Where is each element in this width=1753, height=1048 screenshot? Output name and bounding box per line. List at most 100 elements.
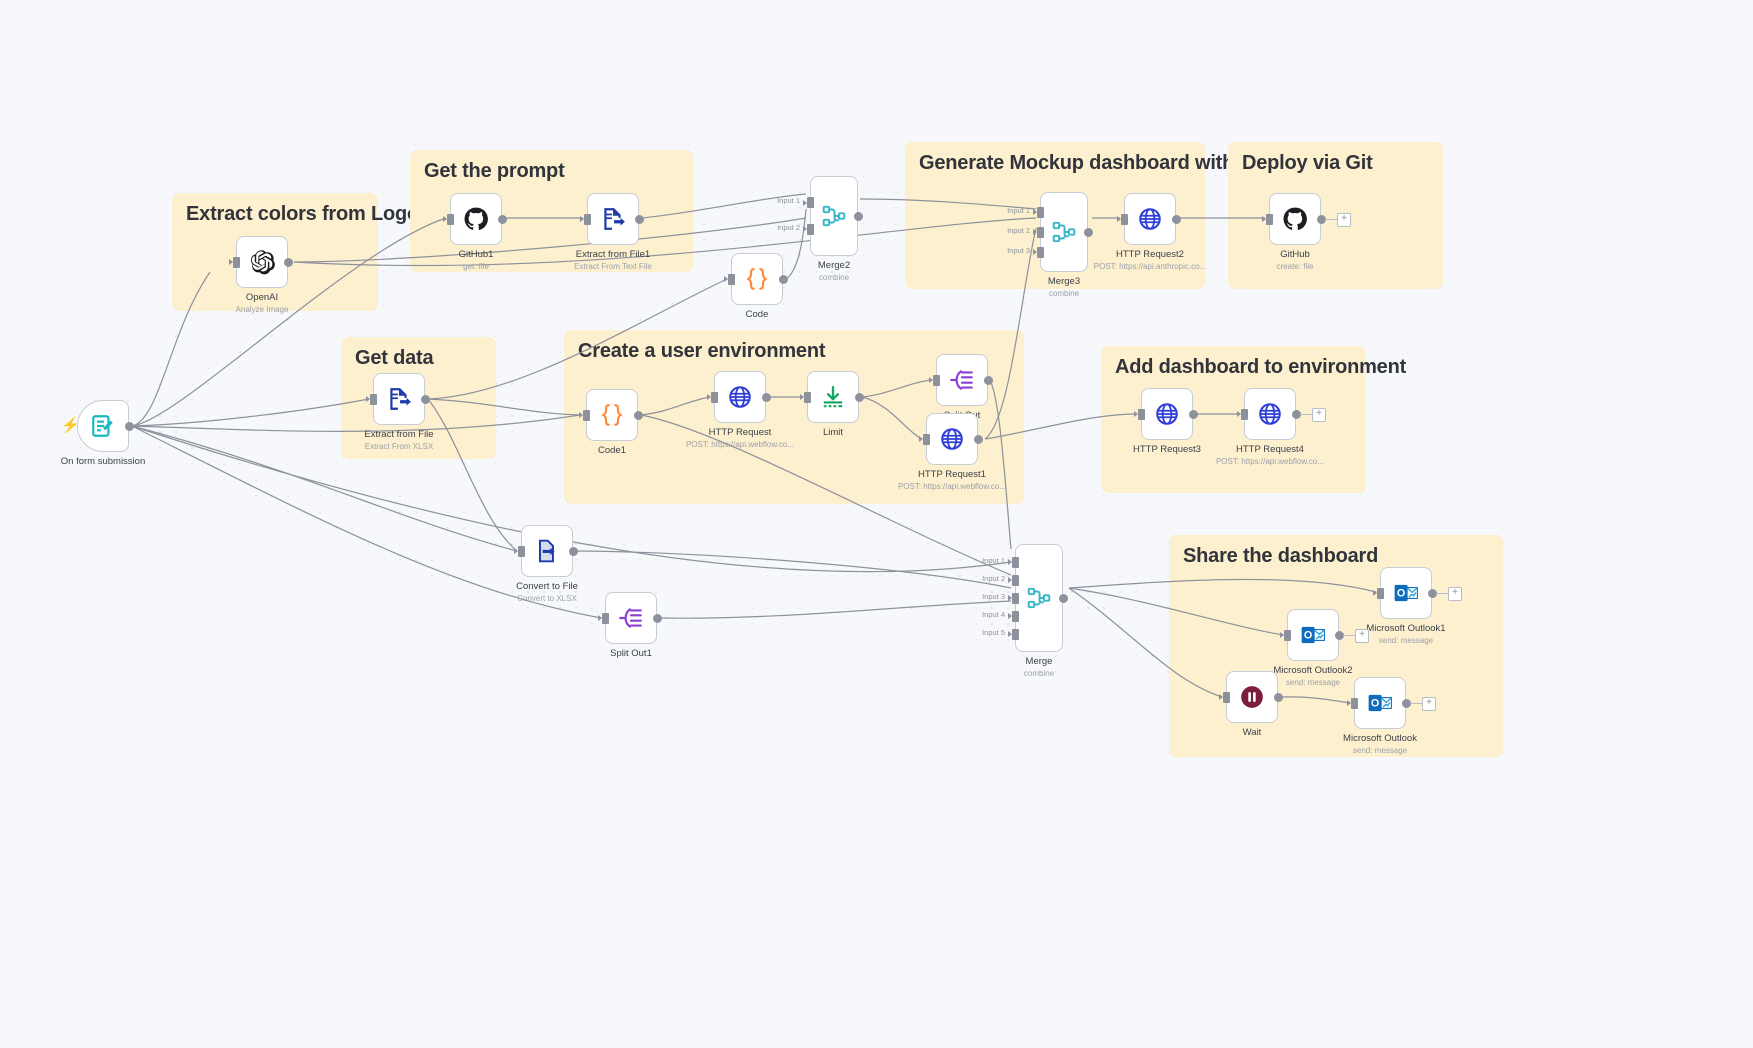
input-port-http-request1-1[interactable] xyxy=(919,433,930,445)
node-merge2[interactable] xyxy=(810,176,858,256)
output-port-http-request[interactable] xyxy=(762,392,771,402)
input-port-label-merge-5: Input 5 xyxy=(982,627,1005,637)
node-code[interactable] xyxy=(731,253,783,305)
add-node-button-microsoft-outlook[interactable]: + xyxy=(1422,697,1436,711)
input-port-github-1[interactable] xyxy=(1262,213,1273,225)
node-on-form-submission[interactable] xyxy=(77,400,129,452)
output-port-http-request2[interactable] xyxy=(1172,214,1181,224)
output-port-extract-from-file1[interactable] xyxy=(635,214,644,224)
node-convert-to-file[interactable] xyxy=(521,525,573,577)
node-microsoft-outlook1[interactable]: O xyxy=(1380,567,1432,619)
node-openai[interactable] xyxy=(236,236,288,288)
node-wait[interactable] xyxy=(1226,671,1278,723)
input-port-extract-from-file1-1[interactable] xyxy=(580,213,591,225)
input-port-http-request2-1[interactable] xyxy=(1117,213,1128,225)
node-merge[interactable] xyxy=(1015,544,1063,652)
input-port-merge2-1[interactable] xyxy=(803,197,814,209)
input-port-microsoft-outlook2-1[interactable] xyxy=(1280,629,1291,641)
node-label-http-request: HTTP Request xyxy=(708,427,772,438)
node-sublabel-merge: combine xyxy=(1023,669,1055,678)
node-http-request4[interactable] xyxy=(1244,388,1296,440)
output-port-merge[interactable] xyxy=(1059,593,1068,603)
output-port-limit[interactable] xyxy=(855,392,864,402)
node-microsoft-outlook2[interactable]: O xyxy=(1287,609,1339,661)
node-github[interactable] xyxy=(1269,193,1321,245)
input-port-split-out-1[interactable] xyxy=(929,374,940,386)
trigger-bolt-icon: ⚡ xyxy=(61,417,80,434)
node-sublabel-http-request4: POST: https://api.webflow.co... xyxy=(1215,457,1325,466)
output-port-github1[interactable] xyxy=(498,214,507,224)
output-port-on-form-submission[interactable] xyxy=(125,421,134,431)
input-port-merge3-2[interactable] xyxy=(1033,226,1044,238)
output-port-code[interactable] xyxy=(779,274,788,284)
input-port-label-merge3-1: Input 1 xyxy=(1007,205,1030,215)
input-port-merge-1[interactable] xyxy=(1008,556,1019,568)
node-code1[interactable] xyxy=(586,389,638,441)
input-port-limit-1[interactable] xyxy=(800,391,811,403)
output-port-merge3[interactable] xyxy=(1084,227,1093,237)
input-port-split-out1-1[interactable] xyxy=(598,612,609,624)
input-port-openai-1[interactable] xyxy=(229,256,240,268)
node-extract-from-file1[interactable] xyxy=(587,193,639,245)
node-label-code1: Code1 xyxy=(598,445,626,456)
input-port-http-request-1[interactable] xyxy=(707,391,718,403)
output-port-http-request1[interactable] xyxy=(974,434,983,444)
input-port-microsoft-outlook-1[interactable] xyxy=(1347,697,1358,709)
node-microsoft-outlook[interactable]: O xyxy=(1354,677,1406,729)
input-port-microsoft-outlook1-1[interactable] xyxy=(1373,587,1384,599)
add-node-button-microsoft-outlook2[interactable]: + xyxy=(1355,629,1369,643)
node-label-http-request4: HTTP Request4 xyxy=(1236,444,1304,455)
input-port-merge-2[interactable] xyxy=(1008,574,1019,586)
output-port-openai[interactable] xyxy=(284,257,293,267)
output-port-extract-from-file[interactable] xyxy=(421,394,430,404)
node-merge3[interactable] xyxy=(1040,192,1088,272)
node-limit[interactable] xyxy=(807,371,859,423)
output-port-merge2[interactable] xyxy=(854,211,863,221)
output-port-split-out[interactable] xyxy=(984,375,993,385)
node-extract-from-file[interactable] xyxy=(373,373,425,425)
output-port-code1[interactable] xyxy=(634,410,643,420)
output-port-http-request3[interactable] xyxy=(1189,409,1198,419)
output-port-microsoft-outlook1[interactable] xyxy=(1428,588,1437,598)
input-port-merge-3[interactable] xyxy=(1008,592,1019,604)
input-port-convert-to-file-1[interactable] xyxy=(514,545,525,557)
input-port-merge-5[interactable] xyxy=(1008,628,1019,640)
node-split-out[interactable] xyxy=(936,354,988,406)
output-port-wait[interactable] xyxy=(1274,692,1283,702)
output-port-convert-to-file[interactable] xyxy=(569,546,578,556)
node-split-out1[interactable] xyxy=(605,592,657,644)
input-port-code-1[interactable] xyxy=(724,273,735,285)
input-port-merge3-1[interactable] xyxy=(1033,206,1044,218)
input-port-http-request4-1[interactable] xyxy=(1237,408,1248,420)
group-deploy-git[interactable] xyxy=(1228,142,1443,289)
output-port-microsoft-outlook2[interactable] xyxy=(1335,630,1344,640)
output-port-http-request4[interactable] xyxy=(1292,409,1301,419)
input-port-merge-4[interactable] xyxy=(1008,610,1019,622)
add-node-button-microsoft-outlook1[interactable]: + xyxy=(1448,587,1462,601)
node-github1[interactable] xyxy=(450,193,502,245)
node-label-extract-from-file1: Extract from File1 xyxy=(575,249,651,260)
add-node-button-github[interactable]: + xyxy=(1337,213,1351,227)
output-port-microsoft-outlook[interactable] xyxy=(1402,698,1411,708)
github-icon xyxy=(1282,206,1308,232)
input-port-extract-from-file-1[interactable] xyxy=(366,393,377,405)
input-port-merge2-2[interactable] xyxy=(803,223,814,235)
input-port-code1-1[interactable] xyxy=(579,409,590,421)
input-port-http-request3-1[interactable] xyxy=(1134,408,1145,420)
add-node-button-http-request4[interactable]: + xyxy=(1312,408,1326,422)
node-sublabel-microsoft-outlook: send: message xyxy=(1352,746,1408,755)
output-port-split-out1[interactable] xyxy=(653,613,662,623)
node-http-request1[interactable] xyxy=(926,413,978,465)
input-port-wait-1[interactable] xyxy=(1219,691,1230,703)
node-http-request3[interactable] xyxy=(1141,388,1193,440)
add-node-connector-http-request4 xyxy=(1300,414,1312,415)
output-port-github[interactable] xyxy=(1317,214,1326,224)
globe-icon xyxy=(1257,401,1283,427)
node-http-request[interactable] xyxy=(714,371,766,423)
input-port-merge3-3[interactable] xyxy=(1033,246,1044,258)
input-port-label-merge-4: Input 4 xyxy=(982,609,1005,619)
node-http-request2[interactable] xyxy=(1124,193,1176,245)
input-port-github1-1[interactable] xyxy=(443,213,454,225)
